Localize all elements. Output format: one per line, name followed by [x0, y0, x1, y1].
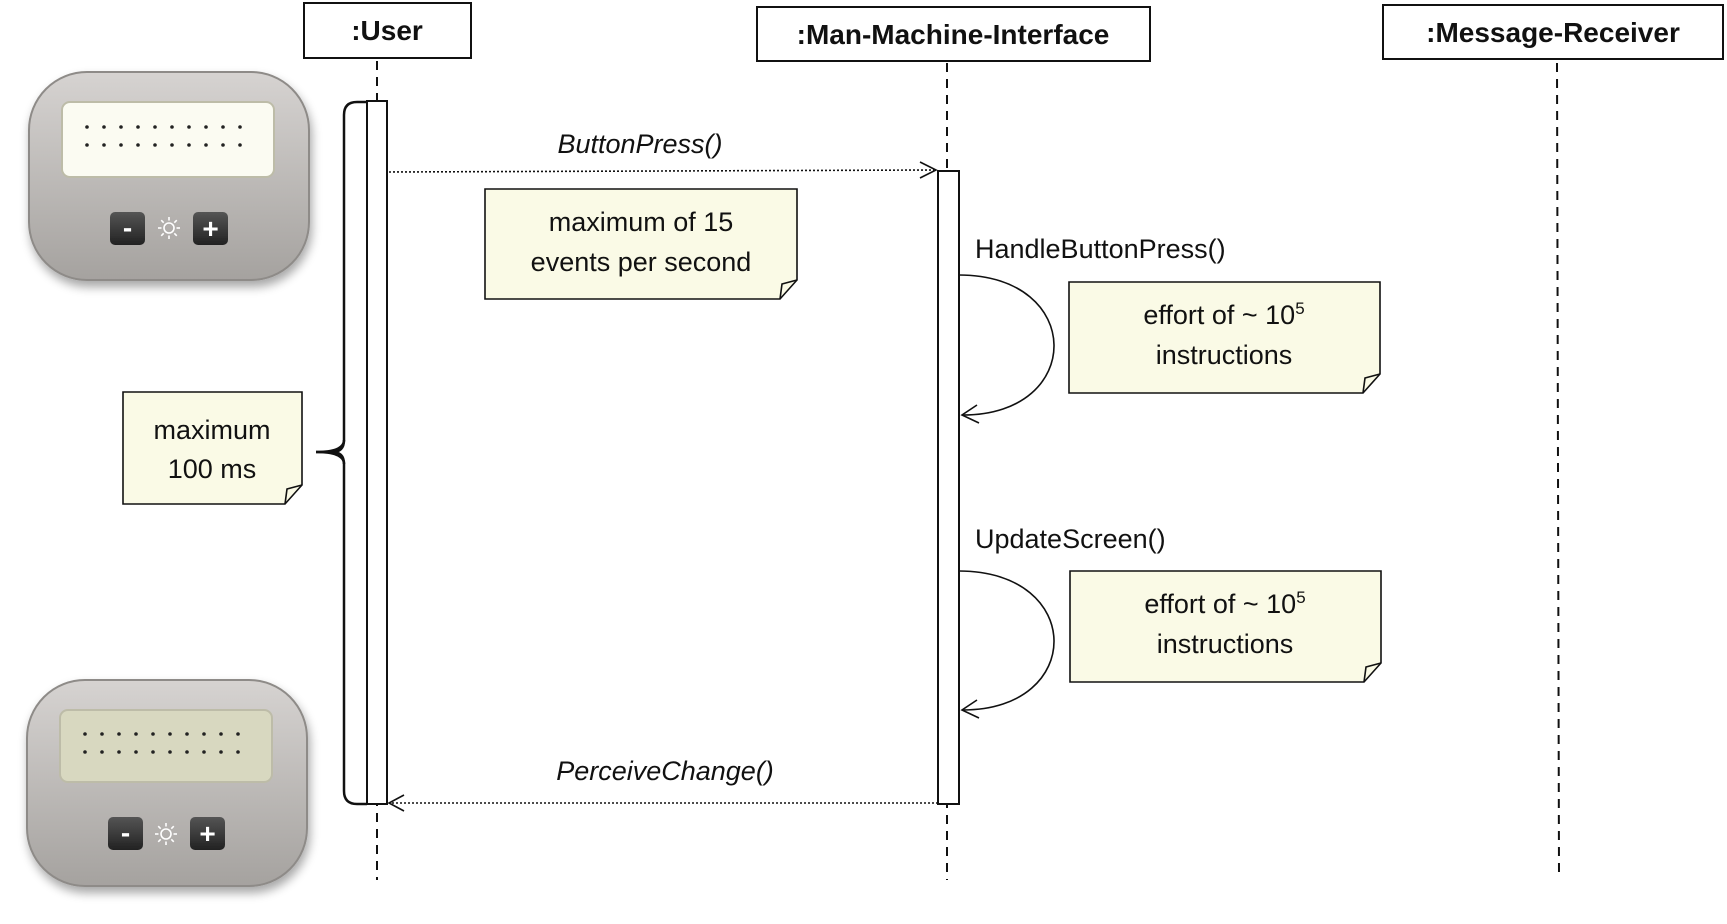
lifeline-mmi-header: :Man-Machine-Interface	[756, 6, 1151, 62]
note-effort-handle-line1: effort of ~ 105	[1143, 299, 1304, 330]
device-before-sun-icon	[158, 217, 180, 239]
pixel-dot	[153, 125, 157, 129]
button-press-arrow	[388, 169, 935, 173]
button-press-label: ButtonPress()	[557, 129, 722, 159]
pixel-dot	[151, 732, 155, 736]
pixel-dot	[236, 732, 240, 736]
user-activation-bar	[366, 100, 388, 805]
pixel-dot	[187, 143, 191, 147]
device-after-pixel-dots	[83, 732, 240, 754]
lifeline-receiver-header: :Message-Receiver	[1382, 4, 1724, 60]
pixel-dot	[102, 143, 106, 147]
pixel-dot	[168, 750, 172, 754]
pixel-dot	[100, 750, 104, 754]
pixel-dot	[236, 750, 240, 754]
pixel-dot	[102, 125, 106, 129]
pixel-dot	[153, 143, 157, 147]
pixel-dot	[83, 732, 87, 736]
mmi-activation-bar	[937, 170, 960, 805]
pixel-dot	[119, 143, 123, 147]
device-before-pixel-dots	[85, 125, 242, 147]
svg-text:+: +	[199, 818, 215, 849]
device-before-screen	[61, 101, 275, 178]
pixel-dot	[117, 732, 121, 736]
note-effort-handle: effort of ~ 105 instructions	[1068, 281, 1381, 394]
update-screen-loop	[958, 570, 1055, 711]
svg-text:-: -	[123, 212, 132, 243]
device-after-illustration: - +	[26, 679, 308, 887]
pixel-dot	[168, 732, 172, 736]
svg-text:-: -	[121, 817, 130, 848]
pixel-dot	[117, 750, 121, 754]
lifeline-user-header: :User	[303, 2, 472, 59]
pixel-dot	[185, 750, 189, 754]
device-after-sun-icon	[155, 823, 177, 845]
device-before-plus-button: +	[193, 212, 228, 245]
note-effort-update-line2: instructions	[1157, 629, 1294, 659]
note-latency-line1: maximum	[153, 415, 270, 445]
pixel-dot	[221, 143, 225, 147]
pixel-dot	[85, 125, 89, 129]
update-screen-arrowhead	[960, 699, 980, 719]
note-rate-line2: events per second	[531, 247, 752, 277]
handle-button-press-loop	[958, 274, 1055, 416]
perceive-change-arrowhead	[387, 794, 405, 812]
update-screen-label: UpdateScreen()	[975, 524, 1166, 554]
lifeline-receiver-label: :Message-Receiver	[1426, 17, 1680, 48]
note-rate: maximum of 15 events per second	[484, 188, 798, 300]
pixel-dot	[219, 750, 223, 754]
device-after-screen	[59, 709, 273, 783]
pixel-dot	[204, 143, 208, 147]
lifeline-user-label: :User	[351, 15, 423, 46]
note-effort-update: effort of ~ 105 instructions	[1069, 570, 1382, 683]
pixel-dot	[134, 732, 138, 736]
handle-button-press-arrowhead	[960, 404, 980, 424]
pixel-dot	[202, 750, 206, 754]
pixel-dot	[83, 750, 87, 754]
pixel-dot	[219, 732, 223, 736]
pixel-dot	[136, 125, 140, 129]
pixel-dot	[119, 125, 123, 129]
pixel-dot	[170, 125, 174, 129]
handle-button-press-label: HandleButtonPress()	[975, 234, 1226, 264]
note-latency-line2: 100 ms	[168, 454, 257, 484]
svg-text:+: +	[202, 213, 218, 244]
note-latency: maximum 100 ms	[122, 391, 303, 505]
device-before-illustration: - +	[28, 71, 310, 281]
pixel-dot	[221, 125, 225, 129]
pixel-dot	[136, 143, 140, 147]
pixel-dot	[185, 732, 189, 736]
pixel-dot	[187, 125, 191, 129]
pixel-dot	[85, 143, 89, 147]
pixel-dot	[204, 125, 208, 129]
pixel-dot	[238, 143, 242, 147]
note-rate-line1: maximum of 15	[549, 207, 734, 237]
pixel-dot	[170, 143, 174, 147]
pixel-dot	[151, 750, 155, 754]
button-press-arrowhead	[919, 161, 938, 179]
perceive-change-label: PerceiveChange()	[556, 756, 774, 786]
device-after-plus-button: +	[190, 817, 225, 850]
device-before-minus-button: -	[110, 212, 145, 245]
pixel-dot	[100, 732, 104, 736]
note-effort-update-line1: effort of ~ 105	[1144, 588, 1305, 619]
device-after-minus-button: -	[108, 817, 143, 850]
note-effort-handle-line2: instructions	[1156, 340, 1293, 370]
pixel-dot	[202, 732, 206, 736]
pixel-dot	[134, 750, 138, 754]
receiver-lifeline	[1556, 62, 1560, 875]
lifeline-mmi-label: :Man-Machine-Interface	[797, 19, 1110, 50]
pixel-dot	[238, 125, 242, 129]
